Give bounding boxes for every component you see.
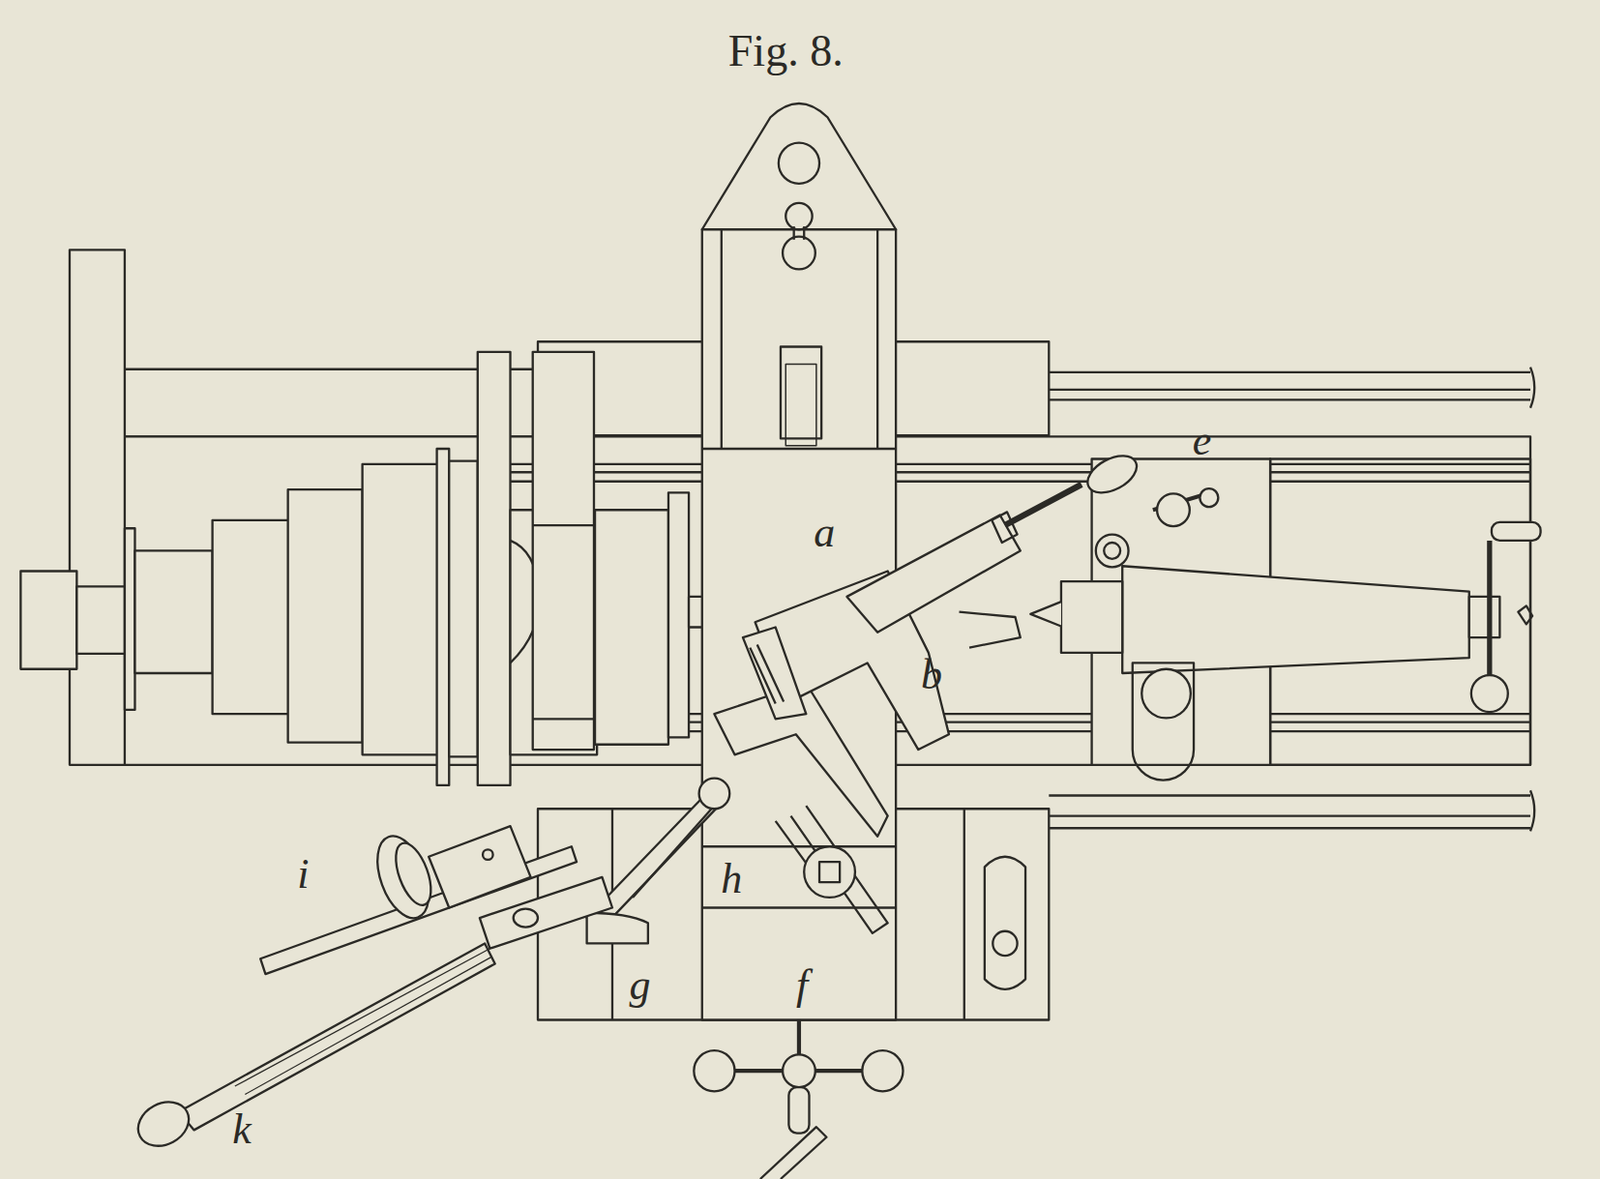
lathe-part [668,492,689,738]
lathe-part [693,1050,735,1092]
lathe-part [448,471,1531,474]
lathe-part [437,448,450,786]
lathe-part [244,956,492,1095]
lathe-part [775,805,889,934]
lathe-part [479,877,613,949]
lathe-part [1199,488,1218,507]
lathe-part [959,612,1021,649]
lathe-part [757,644,784,702]
lathe-part [785,203,812,230]
lathe-part [124,368,538,371]
lathe-part [533,352,594,750]
lathe-part [785,363,817,445]
lathe-part [477,352,511,786]
lathe-part [991,511,1017,543]
lathe-part [1122,565,1470,674]
lathe-part [742,627,806,720]
lathe-part [448,480,1531,483]
lathe-part [760,1126,828,1179]
lathe-part [212,520,290,714]
lathe-part [482,849,494,860]
lathe-part [963,808,966,1020]
lathe-part [780,347,822,440]
part-letter: e [1192,419,1213,463]
lathe-part [1517,605,1533,624]
part-letter: a [813,511,835,555]
lathe-part [448,461,478,758]
lathe-part [992,931,1017,956]
lathe-part [1005,484,1082,526]
lathe-part [876,229,879,449]
lathe-part [1491,522,1541,541]
lathe-part [1048,814,1531,817]
lathe-part [702,845,896,848]
lathe-part [448,463,1531,466]
lathe-part [782,237,816,270]
lathe-part [288,489,363,743]
lathe-part [1132,662,1194,780]
lathe-part [1486,540,1492,679]
lathe-part [1048,388,1531,391]
lathe-part [1048,794,1531,797]
lathe-part [861,1050,903,1092]
lathe-part [984,857,1026,990]
lathe-part [513,909,538,928]
lathe-part [702,906,896,909]
lathe-part [699,778,731,810]
lathe-part [782,1054,816,1088]
lathe-drawing [20,103,1541,1179]
lathe-part [1048,827,1531,830]
lathe-part [1530,367,1535,409]
lathe-part [362,464,440,756]
lathe-part [1103,542,1121,560]
lathe-part [720,229,723,449]
lathe-part [587,913,649,945]
lathe-part [702,447,896,450]
part-letter: f [796,964,808,1008]
lathe-part [1061,581,1123,653]
part-letter: g [628,964,651,1008]
lathe-part [124,528,136,711]
lathe-part [1048,398,1531,401]
lathe-part [702,103,896,230]
lathe-part [367,829,440,925]
lathe-part [1471,675,1509,712]
lathe-part [134,550,212,674]
lathe-part [428,826,531,908]
lathe-part [1081,448,1143,502]
lathe-part [76,586,125,654]
lathe-part [533,524,594,527]
lathe-part [1096,534,1129,568]
lathe-part [1156,493,1190,527]
lathe-part [803,846,856,898]
lathe-part [594,509,669,745]
lathe-part [533,717,594,720]
lathe-part [20,571,77,670]
part-letter: k [232,1108,252,1152]
lathe-part [797,1019,801,1055]
lathe-part [819,861,840,883]
part-letter: h [720,858,742,901]
figure-title: Fig. 8. [728,29,844,74]
lathe-part [632,805,714,898]
lathe-part [1030,601,1062,626]
lathe-part [178,943,496,1130]
lathe-part [388,838,439,911]
part-letter: i [296,853,309,896]
lathe-part [130,1094,197,1156]
lathe-part [235,948,491,1087]
lathe-part [69,249,125,766]
lathe-part [1469,596,1501,638]
lathe-part [1048,371,1531,374]
lathe-part [1141,669,1191,719]
lathe-part [1530,790,1535,831]
lathe-part [788,1087,809,1133]
part-letter: b [920,653,943,697]
lathe-part [778,143,820,184]
